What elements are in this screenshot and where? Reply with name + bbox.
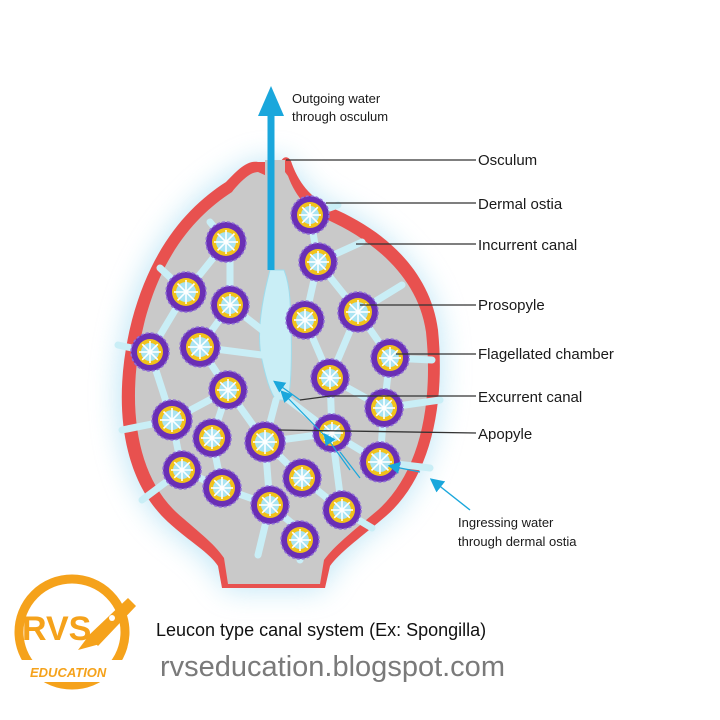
diagram-caption: Leucon type canal system (Ex: Spongilla) — [156, 620, 486, 640]
internal-flow-arrows — [273, 380, 421, 479]
flagellated-chamber — [298, 242, 338, 282]
label-ingressing-1: Ingressing water — [458, 515, 554, 530]
label-osculum: Osculum — [478, 152, 537, 169]
label-outgoing-2: through osculum — [292, 109, 388, 124]
flagellated-chamber — [208, 370, 248, 410]
outgoing-arrow — [258, 86, 284, 270]
flagellated-chamber — [151, 399, 193, 441]
leader-apopyle — [277, 429, 477, 434]
pen-nib-icon — [78, 598, 136, 650]
label-apopyle: Apopyle — [478, 426, 532, 443]
label-outgoing-1: Outgoing water — [292, 91, 381, 106]
label-dermal-ostia: Dermal ostia — [478, 196, 563, 213]
flagellated-chambers — [130, 195, 410, 560]
label-flagellated-chamber: Flagellated chamber — [478, 346, 614, 363]
label-prosopyle: Prosopyle — [478, 297, 545, 314]
flagellated-chamber — [250, 485, 290, 525]
flagellated-chamber — [192, 418, 232, 458]
flagellated-chamber — [179, 326, 221, 368]
flagellated-chamber — [205, 221, 247, 263]
flagellated-chamber — [244, 421, 286, 463]
ingressing-arrow — [429, 478, 471, 511]
label-ingressing-2: through dermal ostia — [458, 534, 577, 549]
logo-letters: RVS — [22, 610, 91, 648]
flagellated-chamber — [310, 358, 350, 398]
flagellated-chamber — [364, 388, 404, 428]
flagellated-chamber — [202, 468, 242, 508]
leader-lines — [277, 159, 477, 434]
flagellated-chamber — [312, 413, 352, 453]
rvs-logo: RVS EDUCATION — [14, 574, 138, 690]
flagellated-chamber — [322, 490, 362, 530]
flagellated-chamber — [165, 271, 207, 313]
label-excurrent-canal: Excurrent canal — [478, 389, 582, 406]
leader-excurrent — [299, 395, 476, 401]
flagellated-chamber — [285, 300, 325, 340]
flagellated-chamber — [282, 458, 322, 498]
flagellated-chamber — [162, 450, 202, 490]
label-incurrent-canal: Incurrent canal — [478, 237, 577, 254]
flagellated-chamber — [337, 291, 379, 333]
flagellated-chamber — [280, 520, 320, 560]
flagellated-chamber — [359, 441, 401, 483]
flagellated-chamber — [210, 285, 250, 325]
flagellated-chamber — [130, 332, 170, 372]
flagellated-chamber — [290, 195, 330, 235]
flagellated-chamber — [370, 338, 410, 378]
website-url: rvseducation.blogspot.com — [160, 651, 505, 683]
logo-word: EDUCATION — [30, 665, 107, 680]
